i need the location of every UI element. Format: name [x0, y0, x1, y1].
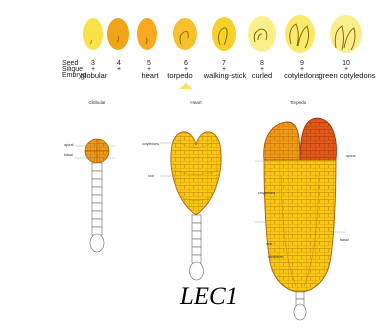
- globular-embryo: apical basal: [64, 139, 115, 252]
- torpedo-embryo: cotyledons apical root basal meristem: [255, 118, 356, 320]
- seed-stage-4: [107, 18, 129, 50]
- stage-name: heart: [141, 71, 159, 80]
- panel-title-torpedo: Torpedo: [290, 100, 307, 105]
- panel-title-heart: Heart: [190, 100, 202, 105]
- seed-stage-5: [137, 18, 157, 50]
- seed-stage-7: [212, 17, 236, 51]
- label-root: root: [148, 174, 154, 178]
- label-basal: basal: [64, 153, 73, 157]
- label-root: root: [266, 242, 272, 246]
- seed-stage-8: [248, 16, 276, 52]
- seed-stage-3: [83, 18, 103, 50]
- seed-icon: [212, 17, 236, 51]
- seed-icon: [107, 18, 129, 50]
- seed-icon: [330, 15, 362, 53]
- stage-name: torpedo: [167, 71, 192, 80]
- stage-name: curled: [252, 71, 272, 80]
- label-apical: apical: [64, 143, 74, 147]
- suspensor: [294, 292, 306, 320]
- label-cotyledons: cotyledons: [142, 142, 159, 146]
- stage-name: green cotyledons: [318, 71, 375, 80]
- label-apical: apical: [346, 154, 356, 158]
- stage-name: walking-stick: [203, 71, 247, 80]
- suspensor: [90, 163, 104, 252]
- suspensor: [190, 215, 204, 280]
- silique-mark: +: [117, 66, 121, 73]
- seed-icon: [83, 18, 103, 50]
- label-meristem: meristem: [268, 255, 283, 259]
- stage-marker-triangle: [179, 83, 193, 89]
- seed-icon: [173, 18, 197, 50]
- label-cotyledons: cotyledons: [258, 191, 275, 195]
- seed-stage-10: [330, 15, 362, 53]
- seed-row: [83, 15, 362, 53]
- gene-name: LEC1: [179, 283, 238, 310]
- heart-embryo: cotyledons root: [142, 132, 221, 280]
- stage-name: cotyledons: [284, 71, 320, 80]
- seed-icon: [137, 18, 157, 50]
- stage-name: globular: [81, 71, 108, 80]
- seed-stage-6: [173, 18, 197, 50]
- seed-stage-9: [285, 15, 315, 53]
- label-basal: basal: [340, 238, 349, 242]
- panel-title-globular: Globular: [88, 100, 106, 105]
